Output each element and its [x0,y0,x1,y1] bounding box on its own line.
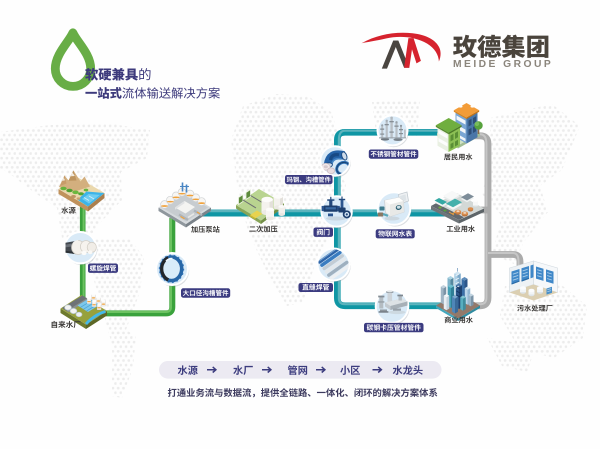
svg-text:MEIDE GROUP: MEIDE GROUP [453,59,553,70]
